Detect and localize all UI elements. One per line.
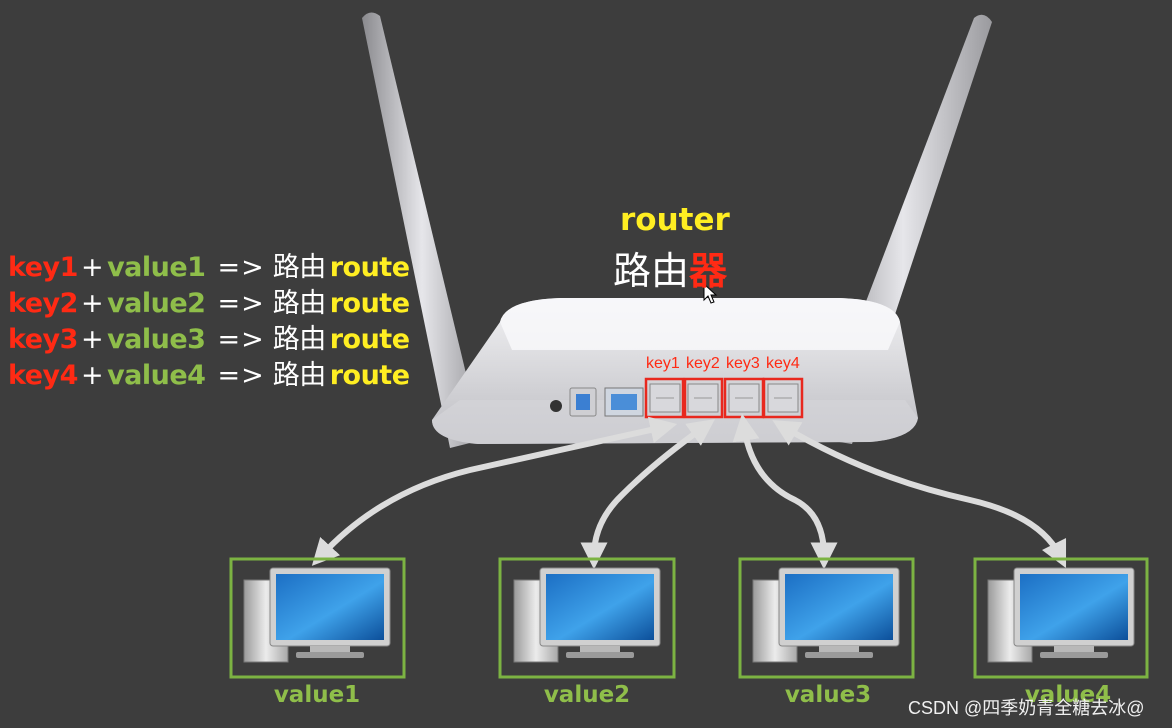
mapping-plus: + <box>81 288 103 319</box>
router-zh-white: 路由 <box>613 249 689 293</box>
mapping-zh: 路由 <box>273 252 326 283</box>
computer-label-value1: value1 <box>247 682 387 708</box>
mapping-zh: 路由 <box>273 324 326 355</box>
link-arrow-4 <box>784 427 1060 556</box>
mapping-plus: + <box>81 324 103 355</box>
mapping-arrow: => <box>217 324 264 355</box>
mapping-route: route <box>330 252 410 283</box>
mapping-value: value2 <box>107 288 205 319</box>
router-zh-title: 路由器 <box>613 240 727 295</box>
mapping-key: key2 <box>8 288 78 319</box>
mapping-route: route <box>330 288 410 319</box>
mapping-zh: 路由 <box>273 288 326 319</box>
computer-label-value2: value2 <box>517 682 657 708</box>
router-title: router <box>620 202 730 238</box>
mapping-key: key1 <box>8 252 78 283</box>
port-label-key3: key3 <box>726 355 760 373</box>
mapping-route: route <box>330 360 410 391</box>
link-arrow-1 <box>321 427 664 556</box>
mapping-value: value3 <box>107 324 205 355</box>
mapping-key: key4 <box>8 360 78 391</box>
link-arrow-2 <box>594 427 704 556</box>
computer-1 <box>231 559 404 677</box>
mapping-key: key3 <box>8 324 78 355</box>
link-arrow-3 <box>744 427 824 556</box>
mapping-zh: 路由 <box>273 360 326 391</box>
mapping-value: value1 <box>107 252 205 283</box>
computer-4 <box>975 559 1147 677</box>
mapping-route: route <box>330 324 410 355</box>
port-label-key2: key2 <box>686 355 720 373</box>
mapping-arrow: => <box>217 360 264 391</box>
mapping-arrow: => <box>217 252 264 283</box>
computer-3 <box>740 559 913 677</box>
port-label-key4: key4 <box>766 355 800 373</box>
csdn-watermark: CSDN @四季奶青全糖去冰@ <box>908 694 1145 720</box>
mapping-value: value4 <box>107 360 205 391</box>
port-label-key1: key1 <box>646 355 680 373</box>
mapping-plus: + <box>81 252 103 283</box>
mapping-arrow: => <box>217 288 264 319</box>
router-zh-red: 器 <box>689 249 727 293</box>
computer-2 <box>500 559 674 677</box>
mapping-plus: + <box>81 360 103 391</box>
computer-label-value3: value3 <box>758 682 898 708</box>
